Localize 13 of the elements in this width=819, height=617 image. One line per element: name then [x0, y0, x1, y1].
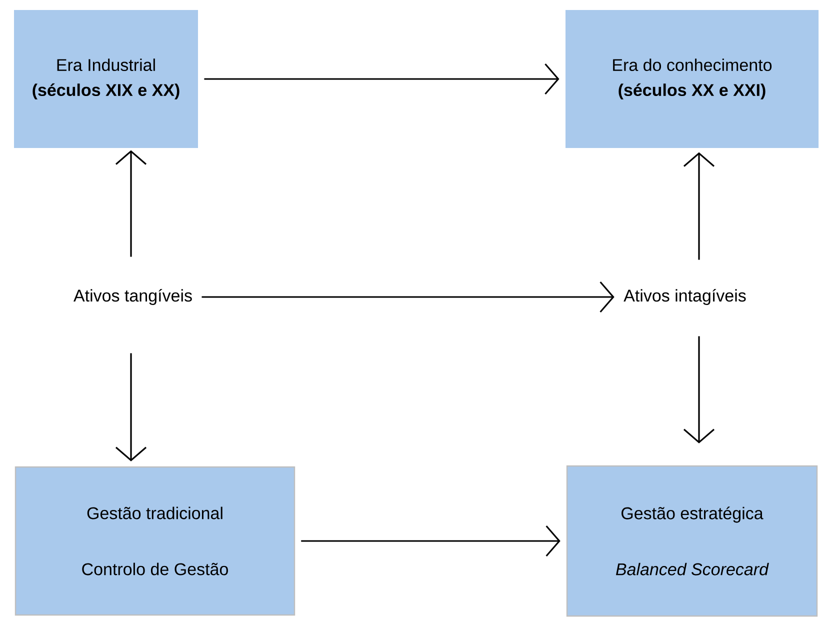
- text-label: Ativos intagíveis: [624, 288, 746, 306]
- process-box: Era Industrial (séculos XIX e XX): [14, 10, 198, 148]
- process-box: Era do conhecimento (séculos XX e XXI): [566, 10, 818, 148]
- arrow: [204, 63, 560, 95]
- arrow: [115, 353, 147, 462]
- arrow: [301, 525, 560, 557]
- process-box: Gestão tradicional Controlo de Gestão: [14, 466, 296, 616]
- process-box: Gestão estratégica Balanced Scorecard: [566, 465, 818, 617]
- arrow: [202, 281, 614, 313]
- arrow: [683, 152, 715, 260]
- arrow: [115, 150, 147, 257]
- arrow: [683, 336, 715, 444]
- text-label: Ativos tangíveis: [74, 288, 192, 306]
